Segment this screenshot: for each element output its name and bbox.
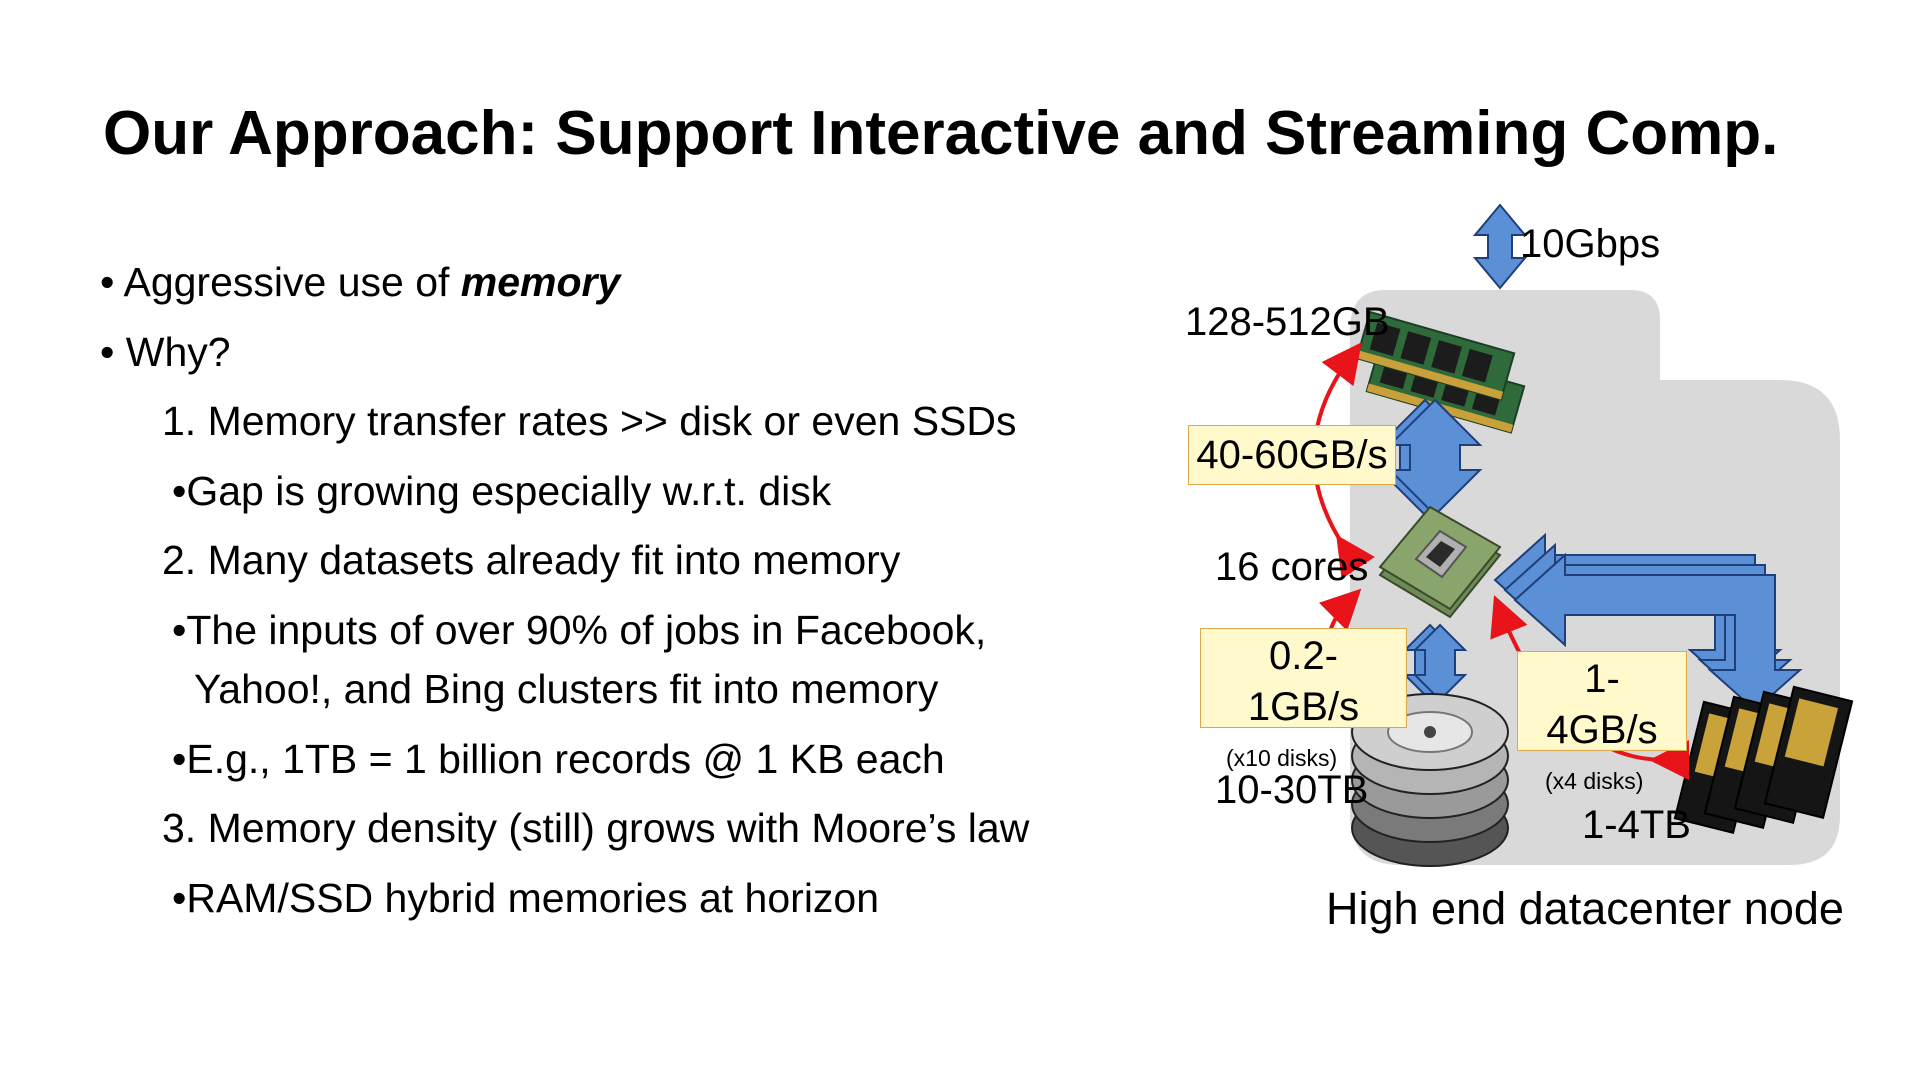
sub-bullet-hybrid: •RAM/SSD hybrid memories at horizon — [172, 875, 880, 921]
memory-bandwidth-box: 40-60GB/s — [1188, 425, 1396, 485]
memory-size-label: 128-512GB — [1185, 300, 1390, 344]
network-bandwidth-label: 10Gbps — [1520, 222, 1661, 266]
ssd-size-label: 1-4TB — [1582, 803, 1691, 847]
sub-bullet-inputs: •The inputs of over 90% of jobs in Faceb… — [172, 607, 987, 653]
cpu-icon — [1378, 505, 1502, 619]
bullet-emphasis: memory — [460, 259, 621, 305]
diagram-caption: High end datacenter node — [1326, 883, 1844, 934]
sub-bullet-gap: •Gap is growing especially w.r.t. disk — [172, 468, 832, 514]
network-arrow — [1472, 203, 1528, 290]
memory-bandwidth-label: 40-60GB/s — [1196, 433, 1388, 477]
memory-bus-arrow — [1377, 398, 1483, 517]
ssd-count-label: (x4 disks) — [1545, 768, 1644, 794]
disk-bandwidth-line2: 1GB/s — [1247, 685, 1360, 730]
sub-bullet-inputs-cont: Yahoo!, and Bing clusters fit into memor… — [194, 666, 939, 712]
ssd-icon — [1673, 685, 1854, 834]
disk-bandwidth-line1: 0.2- — [1269, 634, 1338, 678]
disk-bus-arrow — [1402, 623, 1468, 702]
bullet-point-1: 1. Memory transfer rates >> disk or even… — [162, 398, 1017, 444]
disk-count-label: (x10 disks) — [1226, 745, 1338, 771]
bullet-point-3: 3. Memory density (still) grows with Moo… — [162, 805, 1030, 851]
ssd-bandwidth-box: 1- 4GB/s — [1517, 651, 1687, 752]
slide-title: Our Approach: Support Interactive and St… — [103, 99, 1779, 168]
bullet-why: • Why? — [100, 329, 231, 375]
ssd-bus-arrow — [1493, 532, 1803, 712]
cpu-cores-label: 16 cores — [1215, 545, 1369, 589]
ssd-bandwidth-line1: 1- — [1584, 657, 1620, 701]
bullet-point-2: 2. Many datasets already fit into memory — [162, 537, 901, 583]
bullet-aggressive-memory: • Aggressive use of memory — [100, 258, 620, 306]
disk-size-label: 10-30TB — [1215, 768, 1369, 812]
ssd-bandwidth-line2: 4GB/s — [1546, 708, 1658, 753]
sub-bullet-example: •E.g., 1TB = 1 billion records @ 1 KB ea… — [172, 736, 945, 782]
bullet-text: • Aggressive use of — [100, 259, 461, 305]
disk-bandwidth-box: 0.2- 1GB/s — [1200, 628, 1407, 729]
